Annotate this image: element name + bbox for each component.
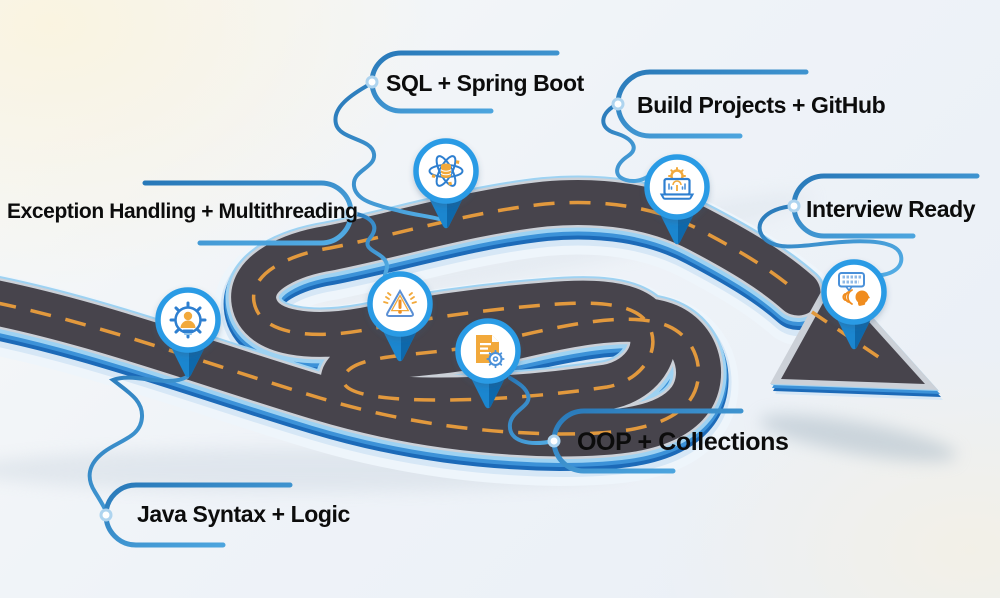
connector-exception	[349, 211, 390, 285]
label-oop: OOP + Collections	[577, 428, 789, 456]
pin-java-syntax	[155, 287, 221, 378]
dot-build	[611, 97, 625, 111]
pin-build	[644, 154, 710, 245]
interview-speech-icon	[838, 272, 870, 306]
dot-sql	[365, 75, 379, 89]
dot-interview	[787, 199, 801, 213]
connector-build	[601, 102, 658, 183]
pin-oop	[455, 318, 521, 409]
pin-sql	[413, 138, 479, 229]
label-java-syntax: Java Syntax + Logic	[137, 501, 350, 527]
label-sql: SQL + Spring Boot	[386, 70, 584, 96]
connector-oop	[507, 376, 556, 445]
dot-oop	[547, 434, 561, 448]
connector-sql	[333, 81, 441, 221]
document-gear-icon	[476, 335, 505, 369]
warning-triangle-icon	[383, 288, 417, 317]
label-exception: Exception Handling + Multithreading	[7, 200, 358, 223]
label-interview: Interview Ready	[806, 196, 976, 222]
pin-exception	[367, 271, 433, 362]
laptop-gear-icon	[659, 167, 695, 200]
dot-exception	[344, 206, 358, 220]
label-build: Build Projects + GitHub	[637, 92, 886, 118]
bracket-dots	[99, 75, 801, 522]
pin-interview	[821, 259, 887, 350]
connector-interview	[757, 204, 904, 278]
dot-java-syntax	[99, 508, 113, 522]
gear-user-icon	[169, 301, 207, 339]
atom-database-icon	[428, 155, 464, 187]
connector-java-syntax	[87, 375, 189, 513]
connectors	[87, 81, 904, 513]
